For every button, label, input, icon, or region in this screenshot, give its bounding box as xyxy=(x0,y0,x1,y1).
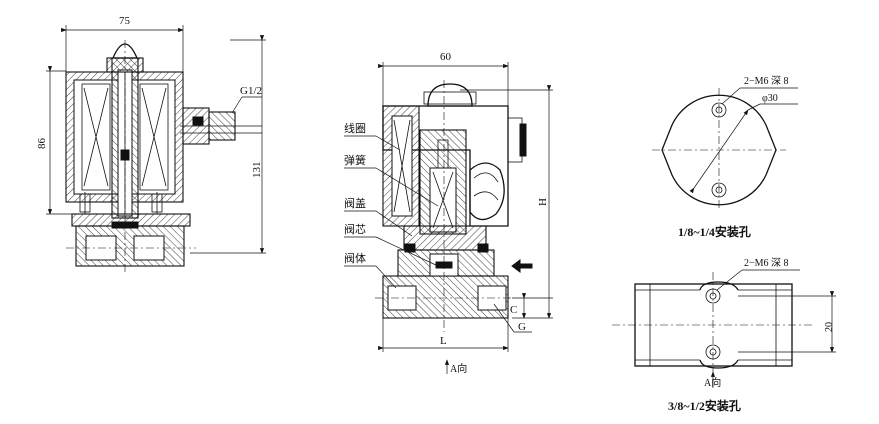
view1-dim-width: 75 xyxy=(119,15,131,27)
part-label-valve-core: 阀芯 xyxy=(344,222,366,236)
view4-direction-label: A向 xyxy=(704,376,721,389)
view1-port-label: G1/2 xyxy=(240,85,262,97)
view1-dim-height-right: 131 xyxy=(251,162,263,179)
view3-diameter-label: φ30 xyxy=(762,93,778,104)
view2-dim-c: C xyxy=(510,304,517,316)
view1-side-section: 75 86 131 G1/2 xyxy=(36,15,266,272)
view2-direction-label: A向 xyxy=(450,362,467,375)
part-label-valve-body: 阀体 xyxy=(344,251,366,265)
view2-main-section: 60 H xyxy=(344,51,553,375)
view3-hole-label: 2−M6 深 8 xyxy=(744,75,789,87)
view3-round-mounting: 2−M6 深 8 φ30 1/8~1/4安装孔 xyxy=(652,75,798,239)
view4-dim-height: 20 xyxy=(824,322,835,332)
view2-dim-width: 60 xyxy=(440,51,452,63)
view3-caption: 1/8~1/4安装孔 xyxy=(678,224,751,239)
view4-caption: 3/8~1/2安装孔 xyxy=(668,398,741,413)
view4-hole-label: 2−M6 深 8 xyxy=(744,257,789,269)
part-label-spring: 弹簧 xyxy=(344,153,366,167)
view2-dim-length: L xyxy=(440,335,447,347)
part-label-coil: 线圈 xyxy=(344,121,366,135)
view4-rect-mounting: 20 2−M6 深 8 A向 3/8~1/2安装孔 xyxy=(612,257,836,413)
view2-dim-g: G xyxy=(518,321,526,333)
view1-dim-height-left: 86 xyxy=(36,138,48,150)
part-label-valve-cover: 阀盖 xyxy=(344,196,366,210)
view2-dim-height: H xyxy=(537,198,549,206)
